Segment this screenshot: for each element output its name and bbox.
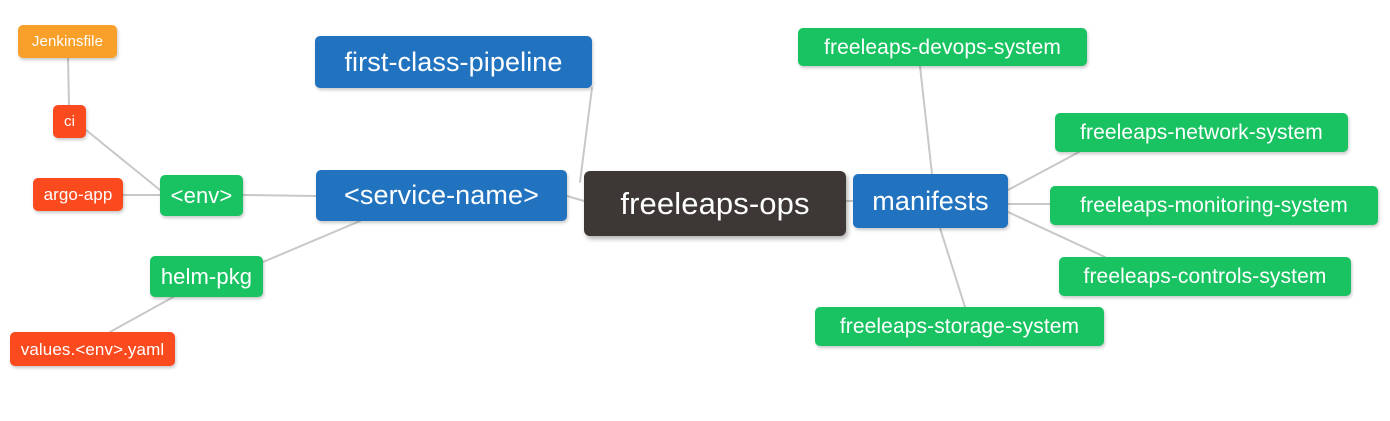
- mindmap-node-manifests[interactable]: manifests: [853, 174, 1008, 228]
- mindmap-node-helm-pkg[interactable]: helm-pkg: [150, 256, 263, 297]
- mindmap-node-values-env-yaml[interactable]: values.<env>.yaml: [10, 332, 175, 366]
- edge-ci-to-jenkinsfile: [67, 57, 70, 106]
- mindmap-node-service-name[interactable]: <service-name>: [316, 170, 567, 221]
- mindmap-node-freeleaps-monitoring-system[interactable]: freeleaps-monitoring-system: [1050, 186, 1378, 225]
- mindmap-node-freeleaps-storage-system[interactable]: freeleaps-storage-system: [815, 307, 1104, 346]
- mindmap-node-ci[interactable]: ci: [53, 105, 86, 138]
- mindmap-node-argo-app[interactable]: argo-app: [33, 178, 123, 211]
- mindmap-node-freeleaps-network-system[interactable]: freeleaps-network-system: [1055, 113, 1348, 152]
- mindmap-node-env[interactable]: <env>: [160, 175, 243, 216]
- edge-service-name-to-helm-pkg: [262, 220, 361, 263]
- edge-freeleaps-ops-to-service-name: [566, 195, 585, 202]
- mindmap-node-freeleaps-devops-system[interactable]: freeleaps-devops-system: [798, 28, 1087, 66]
- edge-service-name-to-env: [242, 194, 317, 197]
- edge-manifests-to-freeleaps-storage-system: [939, 227, 966, 308]
- mindmap-node-jenkinsfile[interactable]: Jenkinsfile: [18, 25, 117, 58]
- edge-manifests-to-freeleaps-network-system: [1007, 151, 1080, 191]
- edge-service-name-to-first-class-pipeline: [579, 87, 593, 183]
- edge-manifests-to-freeleaps-devops-system: [919, 65, 933, 175]
- mindmap-node-freeleaps-controls-system[interactable]: freeleaps-controls-system: [1059, 257, 1351, 296]
- mindmap-node-freeleaps-ops[interactable]: freeleaps-ops: [584, 171, 846, 236]
- edge-helm-pkg-to-values-env-yaml: [109, 295, 176, 333]
- mindmap-node-first-class-pipeline[interactable]: first-class-pipeline: [315, 36, 592, 88]
